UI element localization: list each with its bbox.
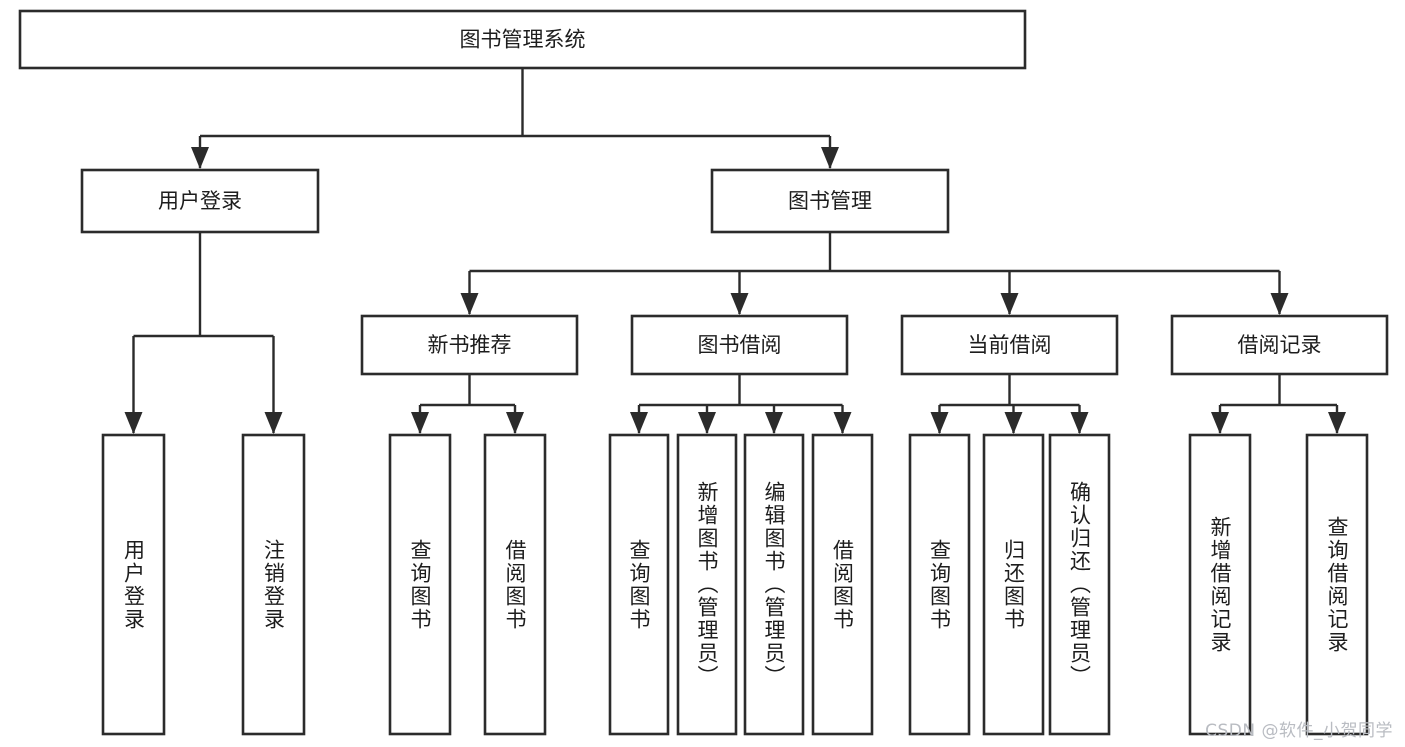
arrow-to-leaf-user-login [124, 412, 143, 434]
csdn-watermark: CSDN @软件_小贺同学 [1205, 721, 1393, 741]
node-current-borrow-label: 当前借阅 [968, 333, 1052, 357]
arrow-to-leaf-query-book-1 [411, 412, 429, 434]
arrow-to-leaf-borrow-book-1 [506, 412, 524, 434]
node-user-login-label: 用户登录 [158, 189, 242, 213]
node-leaf-add-borrow-record-box[interactable] [1188, 433, 1252, 736]
arrow-to-leaf-add-borrow-record [1211, 412, 1229, 434]
node-leaf-add-book-admin-box[interactable] [676, 433, 738, 736]
node-leaf-user-logout-box[interactable] [241, 433, 306, 736]
node-leaf-confirm-return-admin-box[interactable] [1048, 433, 1111, 736]
node-leaf-borrow-book-1-box[interactable] [483, 433, 547, 736]
node-borrow-record-box[interactable] [1170, 314, 1389, 376]
arrow-to-leaf-query-book-2 [630, 412, 648, 434]
connector-layer [124, 68, 1346, 434]
node-book-management-box[interactable] [710, 168, 950, 234]
node-book-borrow-box[interactable] [630, 314, 849, 376]
arrow-to-leaf-query-book-3 [930, 412, 949, 434]
node-new-book-recommend-label: 新书推荐 [428, 333, 512, 357]
arrow-to-leaf-confirm-return-admin [1070, 412, 1089, 434]
node-borrow-record-label: 借阅记录 [1238, 333, 1322, 357]
node-box-layer [18, 9, 1389, 736]
arrow-to-leaf-borrow-book-2 [833, 412, 852, 434]
node-leaf-query-book-3-box[interactable] [908, 433, 971, 736]
arrow-to-leaf-return-book [1004, 412, 1023, 434]
node-leaf-query-book-2-box[interactable] [608, 433, 670, 736]
node-leaf-query-book-1-box[interactable] [388, 433, 452, 736]
node-leaf-edit-book-admin-box[interactable] [743, 433, 805, 736]
arrow-to-leaf-query-borrow-record [1328, 412, 1346, 434]
node-leaf-query-borrow-record-box[interactable] [1305, 433, 1369, 736]
arrow-to-leaf-edit-book-admin [765, 412, 783, 434]
node-leaf-borrow-book-2-box[interactable] [811, 433, 874, 736]
node-leaf-user-login-box[interactable] [101, 433, 166, 736]
node-root-label: 图书管理系统 [460, 28, 586, 52]
node-book-management-label: 图书管理 [788, 189, 872, 213]
arrow-to-borrow-record [1270, 293, 1289, 315]
node-root-box [18, 9, 1027, 70]
arrow-to-user-login [191, 147, 209, 169]
arrow-to-leaf-add-book-admin [698, 412, 716, 434]
arrow-to-current-borrow [1000, 293, 1019, 315]
node-leaf-return-book-box[interactable] [982, 433, 1045, 736]
node-current-borrow-box[interactable] [900, 314, 1119, 376]
arrow-to-leaf-user-logout [264, 412, 283, 434]
node-new-book-recommend-box[interactable] [360, 314, 579, 376]
arrow-to-book-management [821, 147, 839, 169]
arrow-to-book-borrow [730, 293, 749, 315]
arrow-to-new-book-recommend [460, 293, 479, 315]
node-book-borrow-label: 图书借阅 [698, 333, 782, 357]
node-user-login-box[interactable] [80, 168, 320, 234]
